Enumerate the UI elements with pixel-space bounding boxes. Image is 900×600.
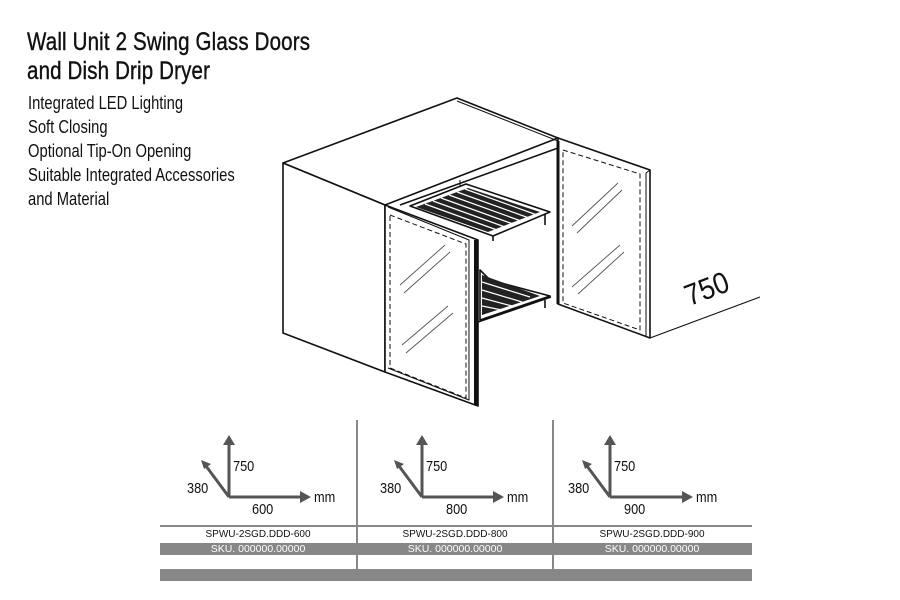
- column-divider: [356, 420, 358, 570]
- height-label: 750: [233, 458, 255, 475]
- model-code: SPWU-2SGD.DDD-600: [205, 529, 311, 540]
- upper-rack: [409, 183, 551, 241]
- right-glass-door: [556, 137, 651, 339]
- sku-code: SKU. 000000.00000: [604, 543, 700, 555]
- product-title: Wall Unit 2 Swing Glass Doors and Dish D…: [27, 28, 310, 86]
- footer-band: [160, 569, 752, 581]
- dimension-line: [649, 296, 761, 339]
- width-label: 600: [252, 501, 274, 518]
- left-glass-door: [384, 204, 479, 407]
- lower-rack: [477, 269, 552, 323]
- width-label: 900: [624, 501, 646, 518]
- column-divider: [552, 420, 554, 570]
- feature-item: Optional Tip-On Opening: [28, 141, 192, 161]
- model-code: SPWU-2SGD.DDD-900: [599, 529, 705, 540]
- depth-label: 380: [380, 480, 402, 497]
- height-label: 750: [614, 458, 636, 475]
- title-line-2: and Dish Drip Dryer: [27, 57, 211, 85]
- unit-label: mm: [507, 489, 529, 506]
- height-label: 750: [426, 458, 448, 475]
- feature-item: Suitable Integrated Accessories: [28, 165, 235, 185]
- unit-label: mm: [314, 489, 336, 506]
- unit-label: mm: [696, 489, 718, 506]
- feature-item: and Material: [28, 189, 110, 209]
- title-line-1: Wall Unit 2 Swing Glass Doors: [27, 28, 311, 56]
- feature-item: Integrated LED Lighting: [28, 93, 184, 113]
- sku-band: [160, 543, 752, 555]
- depth-label: 380: [568, 480, 590, 497]
- feature-item: Soft Closing: [28, 117, 108, 137]
- feature-list: Integrated LED Lighting Soft Closing Opt…: [28, 91, 235, 211]
- model-code: SPWU-2SGD.DDD-800: [402, 529, 508, 540]
- sku-code: SKU. 000000.00000: [407, 543, 503, 555]
- depth-label: 380: [187, 480, 209, 497]
- width-label: 800: [446, 501, 468, 518]
- sku-code: SKU. 000000.00000: [210, 543, 306, 555]
